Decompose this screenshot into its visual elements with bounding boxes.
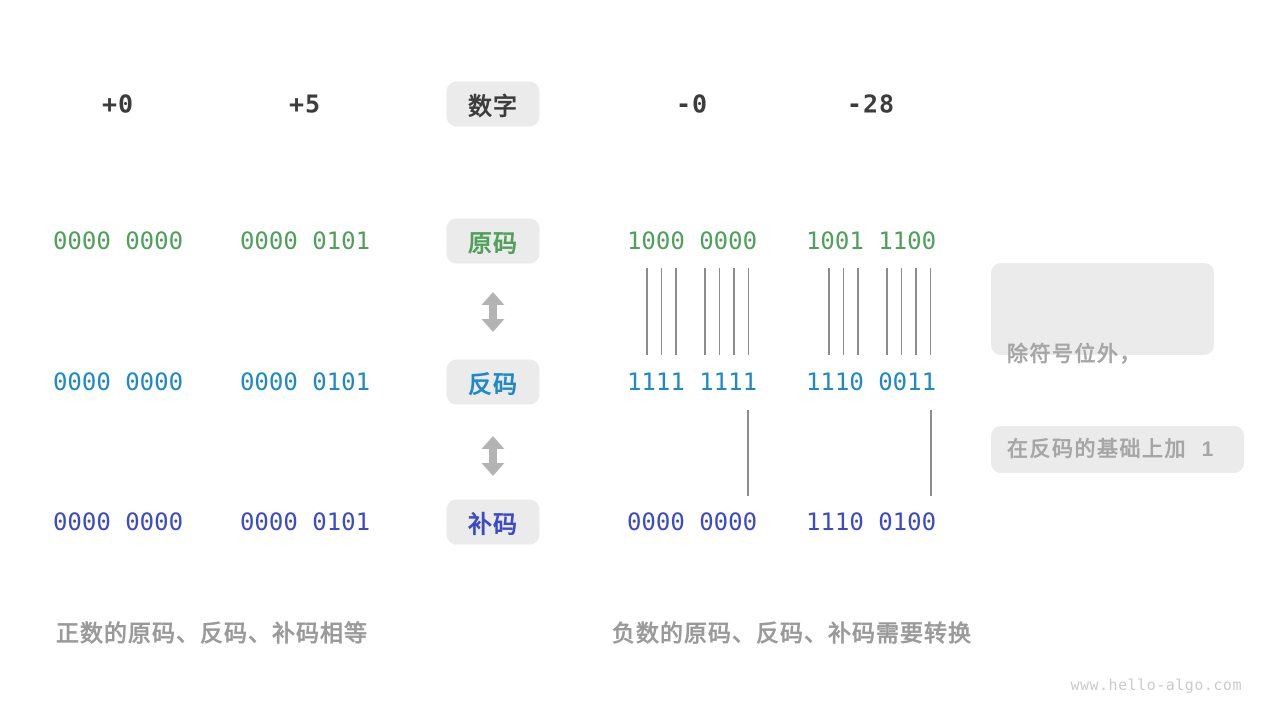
sign-magnitude-plus-5: 0000 0101 [239,227,371,255]
sign-magnitude-label-box: 原码 [446,218,540,264]
twos-complement-label-box: 补码 [446,499,540,545]
bit-line [747,268,749,355]
convert-arrow-icon [481,436,505,476]
decimal-value-minus-28: -28 [846,89,896,119]
sign-magnitude-plus-0: 0000 0000 [52,227,184,255]
bit-line [929,268,931,355]
decimal-value-minus-0: -0 [675,89,709,119]
ones-complement-minus-28: 1110 0011 [805,368,937,396]
decimal-value-plus-5: +5 [288,89,322,119]
ones-complement-plus-0: 0000 0000 [52,368,184,396]
positive-numbers-caption: 正数的原码、反码、补码相等 [56,620,368,646]
negative-numbers-caption: 负数的原码、反码、补码需要转换 [612,620,972,646]
sign-magnitude-minus-0: 1000 0000 [626,227,758,255]
twos-complement-plus-0: 0000 0000 [52,508,184,536]
bit-line [828,268,830,355]
ones-complement-plus-5: 0000 0101 [239,368,371,396]
ones-complement-minus-0: 1111 1111 [626,368,758,396]
ones-complement-label-box: 反码 [446,359,540,405]
bit-line [660,268,662,355]
invert-bits-note: 除符号位外， 对其余所有位取反 [991,263,1214,459]
convert-arrow-icon [481,292,505,332]
twos-complement-minus-28: 1110 0100 [805,508,937,536]
decimal-value-plus-0: +0 [101,89,135,119]
twos-complement-minus-0: 0000 0000 [626,508,758,536]
add-one-note: 在反码的基础上加 1 [991,426,1244,473]
add-one-line-minus-28 [930,410,932,496]
bit-line [675,268,677,355]
invert-bits-note-line1: 除符号位外， [1007,343,1142,366]
bit-line [915,268,917,355]
bit-mapping-lines-minus-28 [828,268,932,355]
bit-line [718,268,720,355]
bit-line [704,268,706,355]
bit-line [733,268,735,355]
watermark: www.hello-algo.com [1070,676,1242,694]
twos-complement-plus-5: 0000 0101 [239,508,371,536]
bit-line [646,268,648,355]
bit-line [842,268,844,355]
add-one-line-minus-0 [747,410,749,496]
bit-line [886,268,888,355]
number-label-box: 数字 [446,81,540,127]
bit-mapping-lines-minus-0 [646,268,750,355]
bit-line [857,268,859,355]
bit-line [900,268,902,355]
sign-magnitude-minus-28: 1001 1100 [805,227,937,255]
